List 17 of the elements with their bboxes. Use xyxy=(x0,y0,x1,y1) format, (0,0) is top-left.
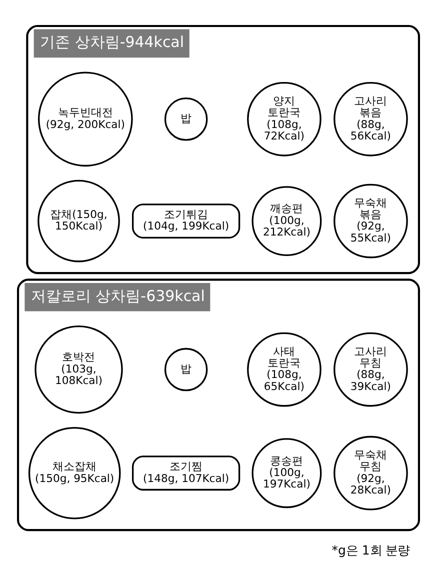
node-circle: 호박전 (103g, 108Kcal) xyxy=(34,324,123,414)
node-circle: 콩송편 (100g, 197Kcal) xyxy=(252,438,322,508)
node-circle: 밥 xyxy=(164,347,208,391)
node-box: 조기튀김 (104g, 199Kcal) xyxy=(132,203,240,238)
node-circle: 고사리 무침 (88g, 39Kcal) xyxy=(334,332,408,406)
node-circle: 고사리 볶음 (88g, 56Kcal) xyxy=(334,81,408,156)
node-circle: 사태 토란국 (108g, 65Kcal) xyxy=(247,332,322,406)
node-circle: 무숙채 무침 (92g, 28Kcal) xyxy=(334,435,408,510)
node-circle: 녹두빈대전 (92g, 200Kcal) xyxy=(38,71,133,166)
node-circle: 깨송편 (100g, 212Kcal) xyxy=(252,186,322,256)
label: *g은 1회 분량 xyxy=(332,542,410,558)
node-box: 조기찜 (148g, 107Kcal) xyxy=(132,455,240,490)
node-circle: 양지 토란국 (108g, 72Kcal) xyxy=(247,81,322,156)
node-circle: 무숙채 볶음 (92g, 55Kcal) xyxy=(334,183,408,258)
node-circle: 잡채(150g, 150Kcal) xyxy=(38,179,120,262)
node-circle: 밥 xyxy=(164,97,208,140)
node-circle: 채소잡채 (150g, 95Kcal) xyxy=(28,426,121,519)
